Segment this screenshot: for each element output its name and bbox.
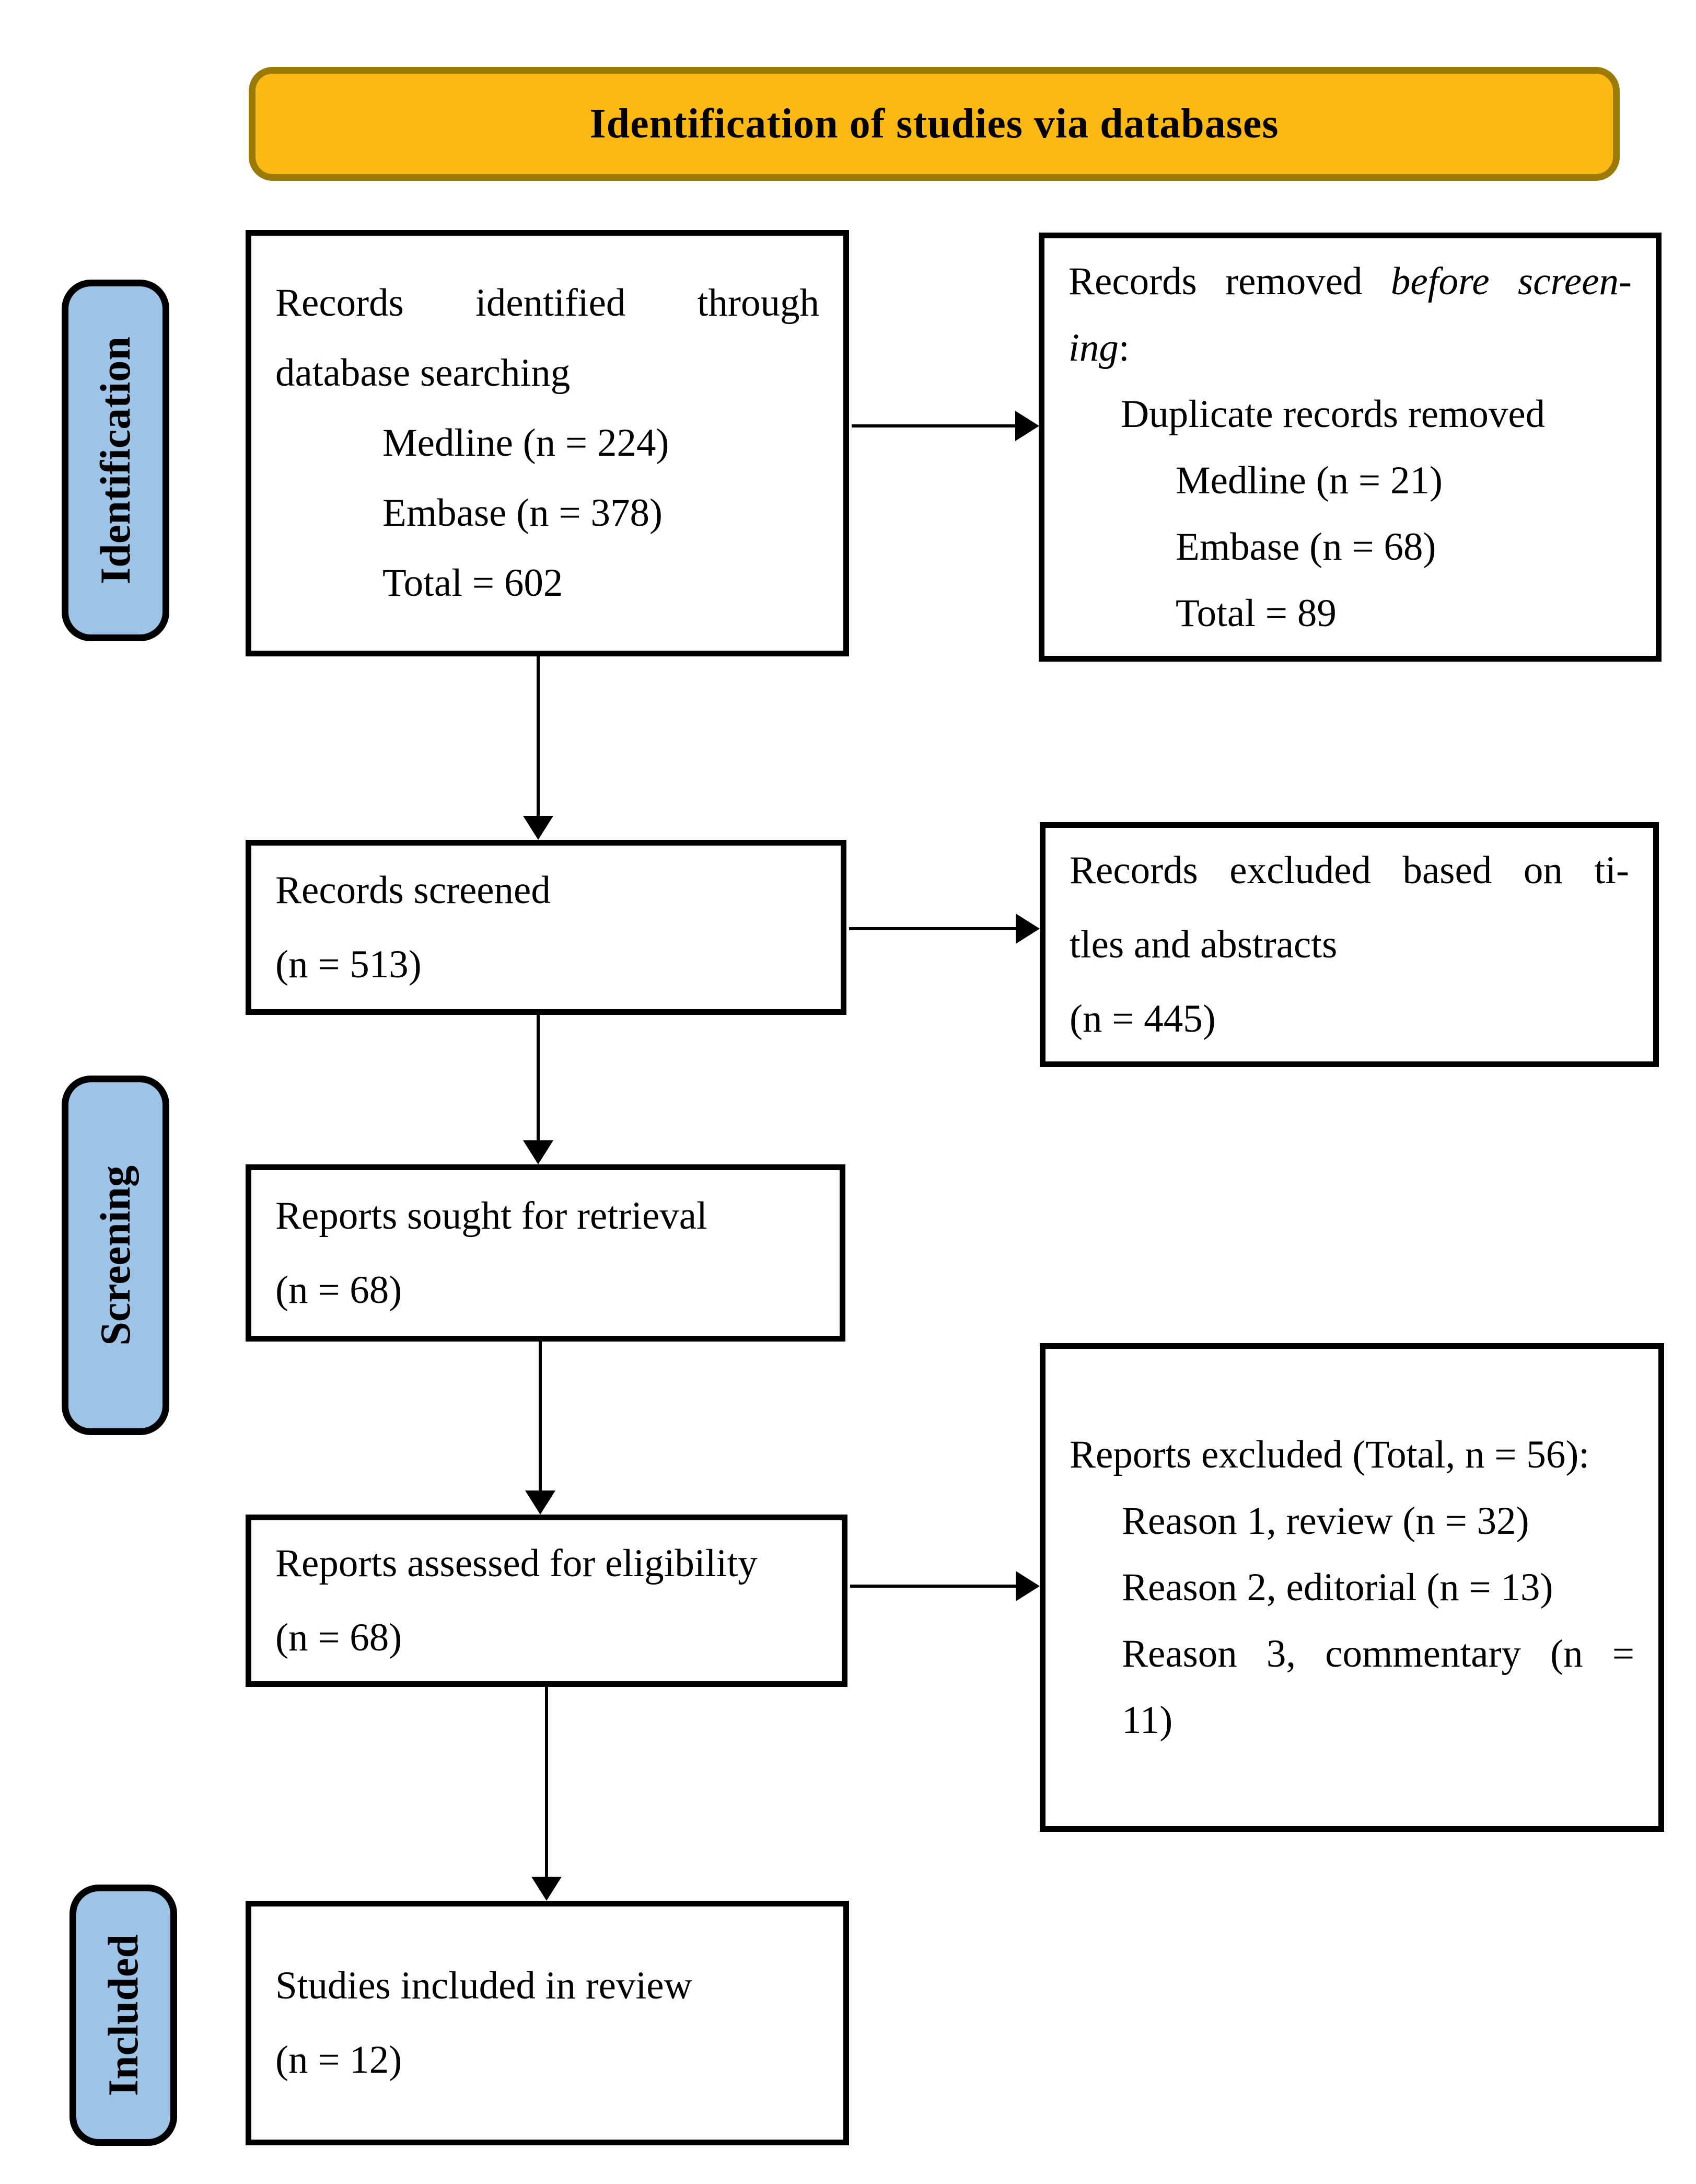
box-line-text: : [1118,326,1130,369]
box-line: Records identified through [275,281,819,325]
box-line: (n = 513) [275,942,422,986]
box-line: Records screened [275,868,551,912]
stage-label-text: Screening [91,1165,139,1346]
box-reports-assessed: Reports assessed for eligibility (n = 68… [246,1515,847,1687]
box-line: Embase (n = 68) [1176,525,1436,569]
box-line: (n = 12) [275,2038,402,2082]
title-banner-label: Identification of studies via databases [589,100,1279,147]
stage-label-included: Included [69,1885,177,2146]
arrow-identified-to-screened [537,656,540,816]
box-line: Reports excluded (Total, n = 56): [1070,1433,1590,1476]
arrowhead-right-icon [1016,914,1040,944]
arrowhead-down-icon [525,1490,555,1515]
box-line: Records excluded based on ti- [1070,848,1629,892]
box-line: ing: [1068,315,1632,381]
stage-label-text: Included [99,1934,147,2096]
box-line: Total = 602 [382,561,563,605]
box-line: database searching [275,351,571,395]
box-line: (n = 68) [275,1616,402,1659]
arrow-screened-to-excluded [849,927,1019,930]
arrowhead-right-icon [1016,1571,1040,1601]
box-records-excluded-titles-abstracts: Records excluded based on ti- tles and a… [1040,822,1659,1067]
stage-label-identification: Identification [62,280,169,641]
arrowhead-down-icon [523,816,553,840]
box-line: tles and abstracts [1070,922,1338,966]
stage-label-screening: Screening [62,1076,169,1435]
arrow-screened-to-sought [537,1015,540,1141]
arrowhead-down-icon [531,1877,562,1901]
box-line-italic-text: ing [1068,326,1119,369]
box-line-italic-text: before screen- [1390,259,1632,303]
box-line: Studies included in review [275,1964,692,2007]
box-line: Reason 3, commentary (n = [1122,1632,1634,1675]
box-line: Reports sought for retrieval [275,1194,707,1238]
arrowhead-right-icon [1015,411,1039,441]
box-records-identified: Records identified through database sear… [246,230,849,656]
arrowhead-down-icon [523,1140,553,1164]
title-banner: Identification of studies via databases [249,67,1620,181]
stage-label-text: Identification [91,337,139,584]
box-studies-included: Studies included in review (n = 12) [246,1901,849,2145]
box-line-text: Records removed [1068,259,1391,303]
arrow-sought-to-assessed [539,1342,542,1492]
box-line: Medline (n = 21) [1176,458,1443,502]
box-line: Reason 1, review (n = 32) [1122,1499,1529,1543]
box-records-screened: Records screened (n = 513) [246,840,846,1015]
box-line: Embase (n = 378) [382,491,663,535]
arrow-assessed-to-excluded [850,1585,1019,1588]
box-reports-excluded: Reports excluded (Total, n = 56): Reason… [1040,1343,1664,1832]
box-reports-sought: Reports sought for retrieval (n = 68) [246,1164,845,1342]
box-line: 11) [1122,1698,1173,1742]
box-records-removed: Records removed before screen- ing: Dupl… [1039,233,1662,662]
arrow-identified-to-removed [852,424,1019,427]
box-line: Records removed before screen- [1068,248,1632,315]
box-line: Reports assessed for eligibility [275,1542,758,1585]
box-line: (n = 68) [275,1268,402,1312]
box-line: Reason 2, editorial (n = 13) [1122,1566,1553,1609]
box-line: Total = 89 [1176,591,1337,635]
box-line: Medline (n = 224) [382,421,669,465]
box-line: Duplicate records removed [1121,392,1546,436]
box-line: (n = 445) [1070,997,1216,1041]
arrow-assessed-to-included [545,1687,548,1877]
